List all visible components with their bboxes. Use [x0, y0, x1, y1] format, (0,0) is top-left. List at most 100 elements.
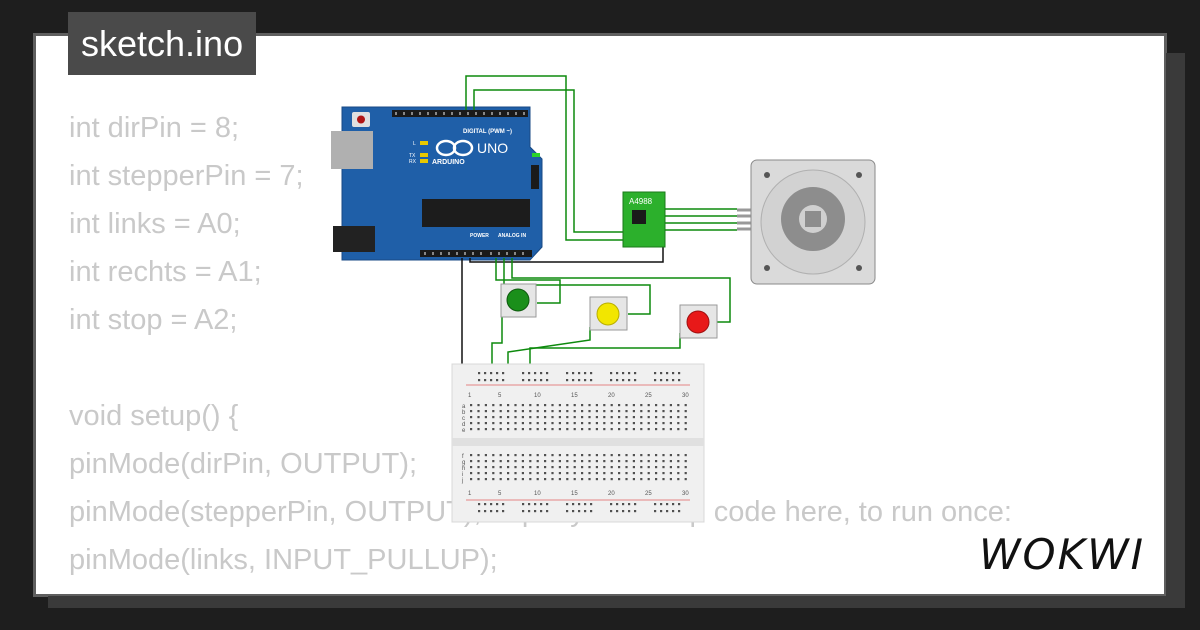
breadboard-hole[interactable]	[514, 428, 517, 431]
stepper-motor[interactable]	[750, 159, 876, 285]
breadboard-hole[interactable]	[477, 478, 480, 481]
breadboard-hole[interactable]	[502, 372, 505, 375]
breadboard-hole[interactable]	[484, 454, 487, 457]
breadboard-hole[interactable]	[618, 478, 621, 481]
breadboard-hole[interactable]	[521, 422, 524, 425]
breadboard-hole[interactable]	[477, 472, 480, 475]
breadboard-hole[interactable]	[618, 460, 621, 463]
breadboard-hole[interactable]	[595, 478, 598, 481]
breadboard-hole[interactable]	[669, 472, 672, 475]
breadboard-hole[interactable]	[625, 478, 628, 481]
breadboard-hole[interactable]	[618, 410, 621, 413]
breadboard-hole[interactable]	[647, 428, 650, 431]
breadboard-hole[interactable]	[610, 422, 613, 425]
breadboard-hole[interactable]	[477, 422, 480, 425]
breadboard-hole[interactable]	[581, 410, 584, 413]
breadboard-hole[interactable]	[655, 428, 658, 431]
breadboard-hole[interactable]	[558, 478, 561, 481]
breadboard-hole[interactable]	[529, 466, 532, 469]
breadboard-hole[interactable]	[677, 416, 680, 419]
breadboard-hole[interactable]	[522, 510, 525, 513]
breadboard-hole[interactable]	[640, 410, 643, 413]
breadboard-hole[interactable]	[640, 422, 643, 425]
breadboard-hole[interactable]	[528, 510, 531, 513]
breadboard-hole[interactable]	[618, 472, 621, 475]
breadboard-hole[interactable]	[529, 460, 532, 463]
breadboard-hole[interactable]	[610, 460, 613, 463]
breadboard-hole[interactable]	[499, 478, 502, 481]
breadboard-hole[interactable]	[536, 466, 539, 469]
breadboard-hole[interactable]	[610, 428, 613, 431]
breadboard-hole[interactable]	[666, 372, 669, 375]
breadboard-hole[interactable]	[521, 454, 524, 457]
breadboard-hole[interactable]	[470, 416, 473, 419]
breadboard-hole[interactable]	[588, 404, 591, 407]
breadboard-hole[interactable]	[622, 510, 625, 513]
breadboard-hole[interactable]	[578, 510, 581, 513]
breadboard-hole[interactable]	[677, 404, 680, 407]
breadboard-hole[interactable]	[529, 422, 532, 425]
breadboard-hole[interactable]	[521, 410, 524, 413]
breadboard-hole[interactable]	[534, 510, 537, 513]
breadboard-hole[interactable]	[678, 372, 681, 375]
a4988-driver[interactable]: A4988	[622, 191, 752, 248]
breadboard-hole[interactable]	[684, 454, 687, 457]
red-push-button[interactable]	[679, 304, 718, 339]
breadboard-hole[interactable]	[558, 404, 561, 407]
breadboard-hole[interactable]	[477, 404, 480, 407]
breadboard-hole[interactable]	[660, 510, 663, 513]
breadboard-hole[interactable]	[610, 454, 613, 457]
breadboard-hole[interactable]	[662, 416, 665, 419]
breadboard-hole[interactable]	[507, 454, 510, 457]
breadboard-hole[interactable]	[662, 466, 665, 469]
breadboard-hole[interactable]	[492, 454, 495, 457]
breadboard-hole[interactable]	[507, 428, 510, 431]
breadboard-hole[interactable]	[572, 510, 575, 513]
breadboard-hole[interactable]	[492, 428, 495, 431]
breadboard-hole[interactable]	[678, 379, 681, 382]
breadboard-hole[interactable]	[499, 472, 502, 475]
breadboard-hole[interactable]	[521, 472, 524, 475]
breadboard-hole[interactable]	[662, 410, 665, 413]
breadboard[interactable]: 1 5 10 15 20 25 30 1 5 10 15 20 25 30 a …	[451, 363, 705, 523]
breadboard-hole[interactable]	[595, 410, 598, 413]
breadboard-hole[interactable]	[618, 422, 621, 425]
breadboard-hole[interactable]	[660, 372, 663, 375]
breadboard-hole[interactable]	[678, 510, 681, 513]
breadboard-hole[interactable]	[470, 454, 473, 457]
breadboard-hole[interactable]	[662, 404, 665, 407]
breadboard-hole[interactable]	[595, 460, 598, 463]
breadboard-hole[interactable]	[536, 404, 539, 407]
breadboard-hole[interactable]	[581, 404, 584, 407]
breadboard-hole[interactable]	[477, 454, 480, 457]
breadboard-hole[interactable]	[616, 372, 619, 375]
breadboard-hole[interactable]	[684, 460, 687, 463]
breadboard-hole[interactable]	[499, 422, 502, 425]
breadboard-hole[interactable]	[625, 466, 628, 469]
breadboard-hole[interactable]	[610, 416, 613, 419]
breadboard-hole[interactable]	[546, 503, 549, 506]
breadboard-hole[interactable]	[470, 478, 473, 481]
breadboard-hole[interactable]	[584, 379, 587, 382]
breadboard-hole[interactable]	[528, 372, 531, 375]
breadboard-hole[interactable]	[566, 422, 569, 425]
breadboard-hole[interactable]	[595, 422, 598, 425]
breadboard-hole[interactable]	[573, 416, 576, 419]
breadboard-hole[interactable]	[616, 503, 619, 506]
breadboard-hole[interactable]	[684, 478, 687, 481]
breadboard-hole[interactable]	[603, 454, 606, 457]
breadboard-hole[interactable]	[544, 478, 547, 481]
breadboard-hole[interactable]	[573, 422, 576, 425]
breadboard-hole[interactable]	[544, 404, 547, 407]
breadboard-hole[interactable]	[660, 503, 663, 506]
breadboard-hole[interactable]	[581, 416, 584, 419]
breadboard-hole[interactable]	[484, 510, 487, 513]
breadboard-hole[interactable]	[551, 410, 554, 413]
breadboard-hole[interactable]	[496, 510, 499, 513]
breadboard-hole[interactable]	[521, 460, 524, 463]
breadboard-hole[interactable]	[484, 428, 487, 431]
breadboard-hole[interactable]	[654, 379, 657, 382]
breadboard-hole[interactable]	[678, 503, 681, 506]
breadboard-hole[interactable]	[566, 460, 569, 463]
breadboard-hole[interactable]	[632, 404, 635, 407]
